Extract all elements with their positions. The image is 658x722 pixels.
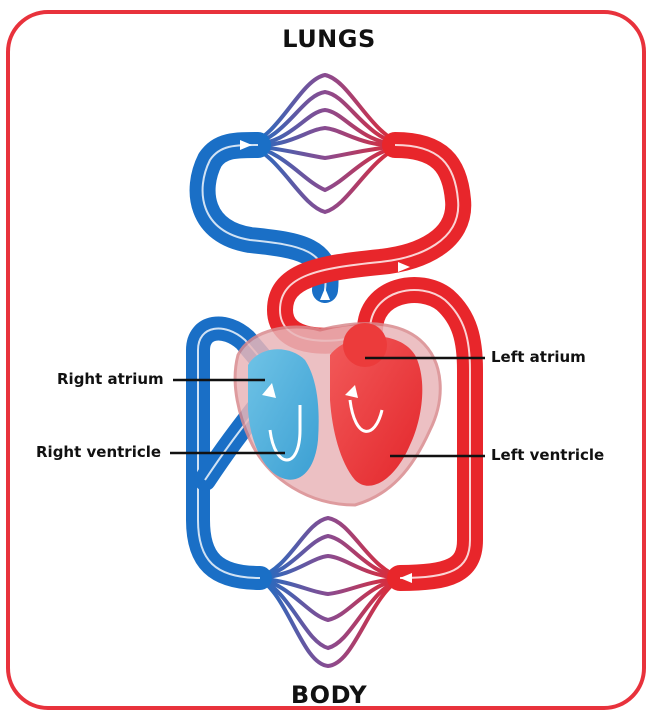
- right-atrium-label: Right atrium: [57, 370, 164, 388]
- body-capillary-bed: [258, 518, 402, 666]
- left-atrium-chamber: [343, 323, 387, 367]
- right-ventricle-label: Right ventricle: [36, 443, 161, 461]
- heart: [235, 323, 440, 505]
- left-ventricle-label: Left ventricle: [491, 446, 604, 464]
- left-atrium-label: Left atrium: [491, 348, 586, 366]
- lung-capillary-bed: [248, 75, 405, 212]
